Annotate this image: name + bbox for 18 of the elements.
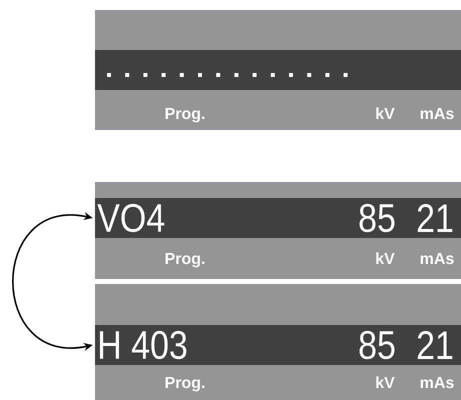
display-value: 21 bbox=[418, 331, 452, 359]
field-label: Prog. bbox=[166, 253, 204, 268]
display-value: 21 bbox=[418, 204, 452, 232]
field-label: Prog. bbox=[166, 377, 204, 392]
field-label: kV bbox=[376, 252, 395, 264]
display-band bbox=[95, 50, 461, 90]
display-band bbox=[95, 198, 461, 238]
field-label: kV bbox=[376, 107, 395, 119]
field-label: kV bbox=[376, 376, 395, 388]
display-value: 85 bbox=[360, 330, 394, 360]
display-value: 85 bbox=[360, 204, 394, 232]
display-value: VO4 bbox=[97, 204, 164, 232]
display-band bbox=[95, 325, 461, 365]
field-label: mAs bbox=[420, 377, 454, 388]
field-label: mAs bbox=[420, 108, 454, 120]
field-label: mAs bbox=[420, 253, 454, 264]
field-label: Prog. bbox=[166, 108, 204, 122]
display-value: H 403 bbox=[100, 330, 186, 360]
